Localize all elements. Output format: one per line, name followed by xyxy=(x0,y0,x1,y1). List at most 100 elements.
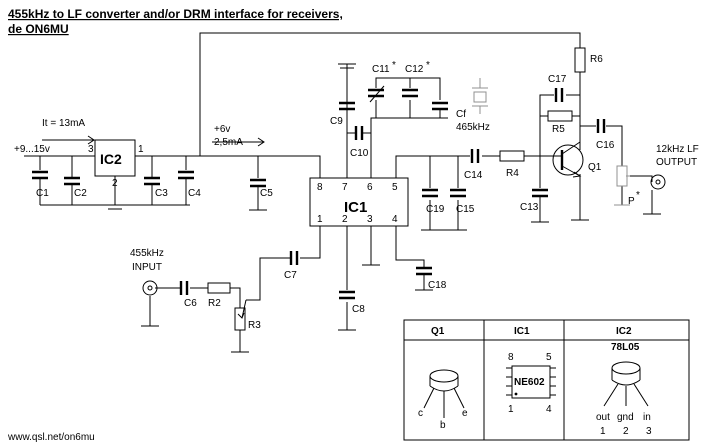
q1-pin-b: b xyxy=(440,420,446,431)
svg-text:C10: C10 xyxy=(350,148,369,159)
title-line-1: 455kHz to LF converter and/or DRM interf… xyxy=(8,7,343,21)
svg-text:C18: C18 xyxy=(428,280,447,291)
pinout-ic1-title: IC1 xyxy=(514,326,530,337)
pinout-ic2-box xyxy=(563,319,690,441)
resistor-r2 xyxy=(207,282,231,294)
capacitors xyxy=(32,85,606,300)
cap-c1 xyxy=(32,170,48,200)
svg-text:*: * xyxy=(636,190,640,201)
footer-url: www.qsl.net/on6mu xyxy=(7,432,95,443)
ground-symbols xyxy=(104,63,661,353)
q1-package-drawing xyxy=(423,369,465,418)
cap-c5 xyxy=(250,178,266,196)
svg-text:C13: C13 xyxy=(520,202,539,213)
svg-text:C4: C4 xyxy=(188,188,201,199)
ic1-block xyxy=(309,177,409,227)
svg-text:in: in xyxy=(643,412,651,423)
cap-c18 xyxy=(416,266,432,290)
svg-text:6: 6 xyxy=(367,182,373,193)
svg-text:2: 2 xyxy=(623,426,629,437)
title-line-2: de ON6MU xyxy=(8,22,69,36)
resistor-r3 xyxy=(234,307,246,331)
supply-voltage-label: +9...15v xyxy=(14,144,50,155)
ic1-pin-numbers: 8 7 6 5 1 2 3 4 xyxy=(317,182,398,225)
svg-text:R3: R3 xyxy=(248,320,261,331)
svg-text:1: 1 xyxy=(317,214,323,225)
ic1-package-drawing xyxy=(506,365,556,399)
svg-text:C3: C3 xyxy=(155,188,168,199)
ic2-block xyxy=(94,139,136,177)
svg-text:C11: C11 xyxy=(372,64,390,75)
current-arrow xyxy=(42,135,95,145)
svg-text:*: * xyxy=(426,60,430,71)
svg-text:Cf: Cf xyxy=(456,109,466,120)
cap-c10 xyxy=(354,126,364,140)
pinout-q1-title: Q1 xyxy=(431,326,445,337)
cap-cf-trim xyxy=(432,101,448,118)
ic1-chip-name: NE602 xyxy=(514,377,545,388)
cap-c6 xyxy=(179,281,189,295)
resistor-r5 xyxy=(547,110,573,122)
transistor-q1 xyxy=(552,141,584,178)
cap-c7 xyxy=(289,251,299,265)
cap-c12 xyxy=(402,88,418,98)
ic-supply-arrow xyxy=(212,137,265,147)
input-label-freq: 455kHz xyxy=(130,248,164,259)
cap-c14 xyxy=(470,149,480,163)
svg-text:4: 4 xyxy=(392,214,398,225)
input-connector xyxy=(142,280,158,296)
cap-c8 xyxy=(339,290,355,300)
svg-text:C2: C2 xyxy=(74,188,87,199)
resistor-r4 xyxy=(499,150,525,162)
svg-text:C9: C9 xyxy=(330,116,343,127)
ic-supply-current: 2,5mA xyxy=(214,137,243,148)
cap-c2 xyxy=(64,176,80,200)
svg-text:C14: C14 xyxy=(464,170,483,181)
ic-supply-voltage: +6v xyxy=(214,124,230,135)
resistors xyxy=(207,47,630,331)
ic2-label: IC2 xyxy=(100,151,122,167)
output-label: OUTPUT xyxy=(656,157,697,168)
svg-text:5: 5 xyxy=(546,352,552,363)
wires xyxy=(24,32,653,352)
svg-text:R4: R4 xyxy=(506,168,519,179)
ic1-label: IC1 xyxy=(344,199,367,216)
svg-text:8: 8 xyxy=(317,182,323,193)
pinout-panel: Q1 IC1 IC2 c b e NE602 8 5 1 4 78L05 xyxy=(403,319,690,441)
cap-c13 xyxy=(532,188,548,222)
resistor-r6 xyxy=(574,47,586,73)
svg-text:C8: C8 xyxy=(352,304,365,315)
svg-text:C6: C6 xyxy=(184,298,197,309)
pot-p xyxy=(616,165,628,187)
q1-pin-e: e xyxy=(462,408,468,419)
ic2-part-number: 78L05 xyxy=(611,342,640,353)
svg-text:7: 7 xyxy=(342,182,348,193)
svg-text:Q1: Q1 xyxy=(588,162,602,173)
svg-text:2: 2 xyxy=(112,178,118,189)
svg-text:3: 3 xyxy=(646,426,652,437)
r3-wiper xyxy=(237,299,247,319)
svg-text:R5: R5 xyxy=(552,124,565,135)
ic2-package-drawing xyxy=(603,361,649,407)
cap-c4 xyxy=(178,170,194,200)
crystal-symbol xyxy=(472,87,488,107)
crystal-frequency: 465kHz xyxy=(456,122,490,133)
svg-text:P: P xyxy=(628,196,635,207)
svg-text:*: * xyxy=(392,60,396,71)
input-label: INPUT xyxy=(132,262,162,273)
svg-text:out: out xyxy=(596,412,610,423)
svg-text:2: 2 xyxy=(342,214,348,225)
svg-text:gnd: gnd xyxy=(617,412,634,423)
svg-text:C5: C5 xyxy=(260,188,273,199)
cap-c3 xyxy=(144,176,160,200)
svg-text:1: 1 xyxy=(138,144,144,155)
ic2-pin-numbers: 1 2 3 xyxy=(88,144,144,189)
svg-text:C15: C15 xyxy=(456,204,475,215)
svg-text:C1: C1 xyxy=(36,188,49,199)
supply-current-label: It = 13mA xyxy=(42,118,85,129)
output-connector xyxy=(650,174,666,190)
q1-pin-c: c xyxy=(418,408,423,419)
svg-text:C19: C19 xyxy=(426,204,445,215)
